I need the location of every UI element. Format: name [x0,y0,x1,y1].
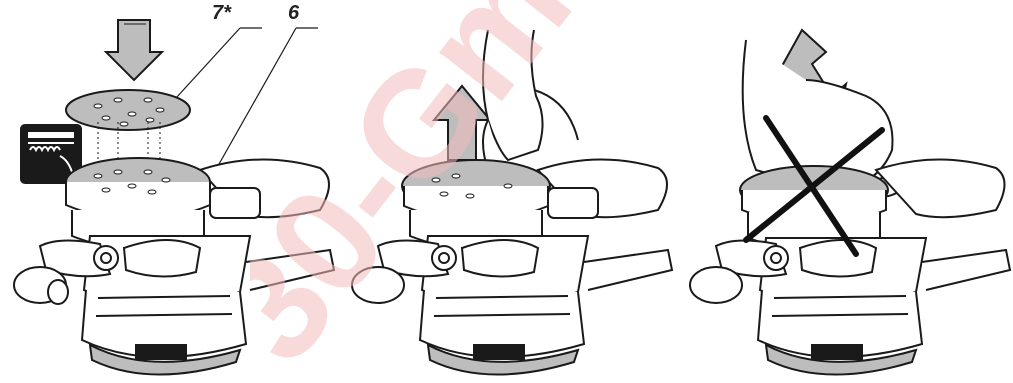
callout-pad-number: 6 [288,2,299,25]
sander-illustration-1 [0,0,338,383]
sanding-disc [66,90,190,130]
panel-remove-disc [338,0,676,383]
callout-disc-number: 7* [212,2,231,25]
sander-body [352,159,672,374]
panel-attach-disc: 7* 6 [0,0,338,383]
sander-illustration-2 [338,0,676,383]
hand [483,30,578,173]
push-down-arrow-icon [106,20,162,80]
panel-incorrect-method [676,0,1013,383]
sander-body [14,158,334,375]
pull-up-arrow-icon [434,86,490,160]
leader-line-pad [210,28,296,180]
leader-line-disc [176,28,240,98]
sander-body [690,159,1010,374]
sander-illustration-3 [676,0,1013,383]
